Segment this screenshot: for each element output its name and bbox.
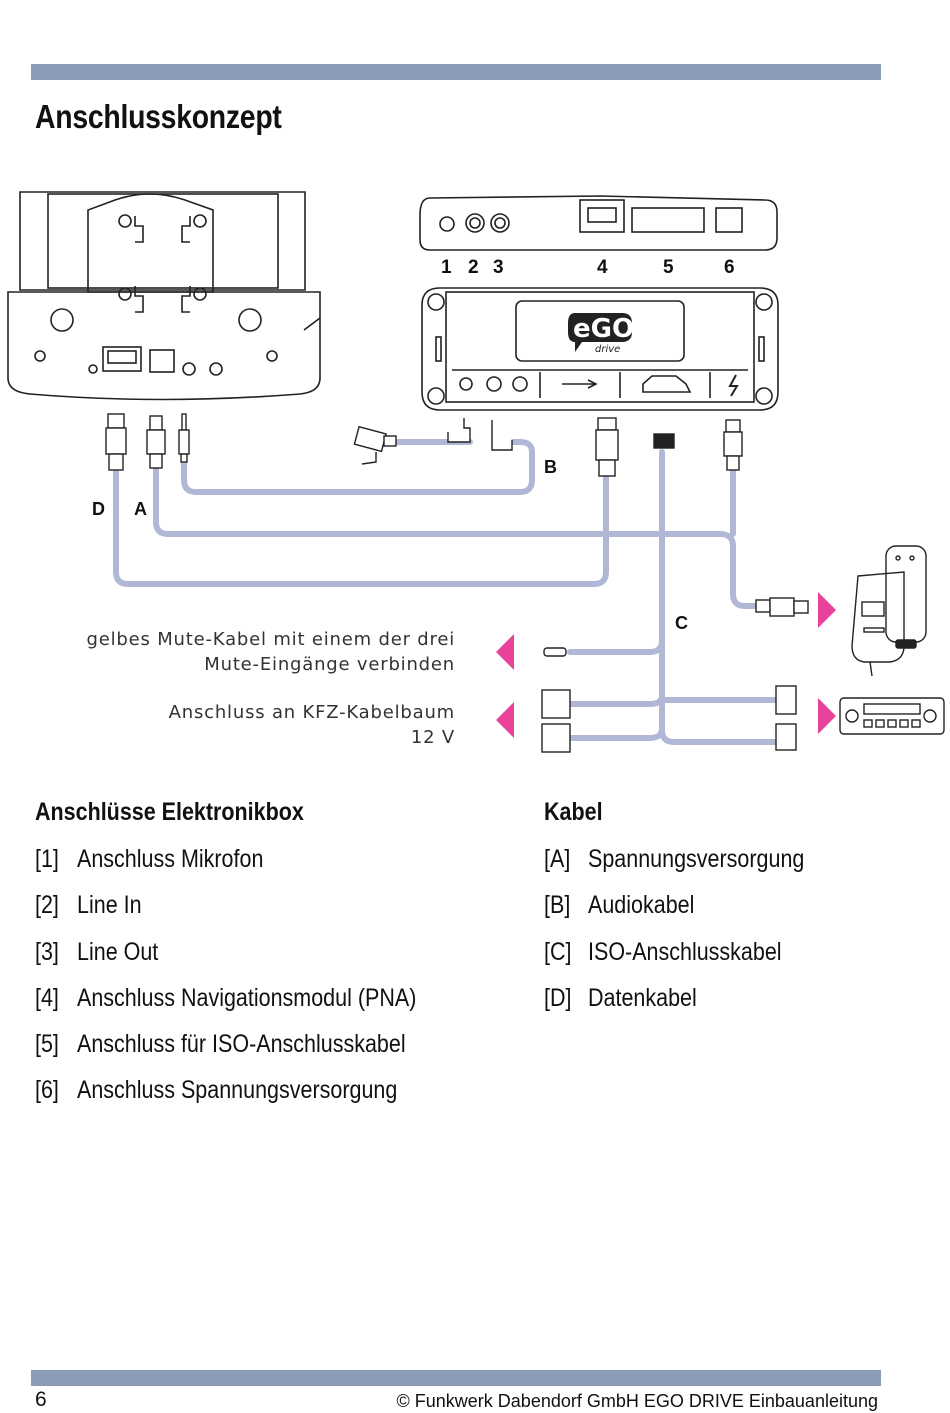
port-number-5: 5 bbox=[663, 257, 674, 278]
item-key: [A] bbox=[544, 845, 571, 873]
item-text: Audiokabel bbox=[588, 891, 695, 920]
cable-c bbox=[565, 449, 781, 745]
arrow-mute bbox=[496, 634, 514, 670]
item-key: [3] bbox=[35, 937, 59, 966]
port-number-3: 3 bbox=[493, 257, 504, 278]
item-key: [5] bbox=[35, 1030, 59, 1059]
page-title: Anschlusskonzept bbox=[35, 98, 282, 135]
ego-logo: eGO drive bbox=[568, 313, 634, 355]
car-radio bbox=[839, 697, 945, 735]
audio-jack-plugs bbox=[447, 418, 513, 451]
item-key: [D] bbox=[544, 983, 572, 1012]
item-text: Anschluss Spannungsversorgung bbox=[77, 1076, 398, 1105]
connector-b-jack bbox=[178, 413, 190, 463]
cables-heading: Kabel bbox=[544, 798, 603, 826]
cable-label-c: C bbox=[675, 613, 688, 633]
mute-cable-end bbox=[543, 647, 567, 657]
arrow-radio bbox=[818, 698, 836, 734]
cable-label-b: B bbox=[544, 457, 557, 477]
connector-4-plug bbox=[595, 417, 619, 477]
port-number-2: 2 bbox=[468, 257, 479, 278]
connector-6-plug bbox=[723, 419, 743, 471]
connector-d-plug bbox=[105, 413, 127, 471]
electronic-box bbox=[421, 287, 779, 411]
footer-text: © Funkwerk Dabendorf GmbH EGO DRIVE Einb… bbox=[396, 1391, 878, 1411]
item-text: Anschluss Navigationsmodul (PNA) bbox=[77, 983, 417, 1012]
item-key: [4] bbox=[35, 983, 59, 1012]
holder-cradle bbox=[7, 191, 321, 401]
note-mute-line1: gelbes Mute-Kabel mit einem der drei bbox=[87, 629, 455, 650]
cable-d bbox=[113, 465, 609, 587]
item-key: [C] bbox=[544, 937, 572, 966]
cable-a bbox=[153, 463, 761, 609]
port-number-4: 4 bbox=[597, 257, 608, 278]
microphone bbox=[353, 425, 397, 465]
logo-text: eGO bbox=[573, 314, 634, 344]
port-number-1: 1 bbox=[441, 257, 452, 278]
item-text: Line In bbox=[77, 891, 142, 920]
navigation-module bbox=[851, 545, 927, 677]
pink-arrows bbox=[496, 592, 836, 738]
cable-label-a: A bbox=[134, 499, 147, 519]
item-text: Line Out bbox=[77, 937, 159, 966]
electronic-box-ports bbox=[419, 195, 778, 251]
connection-diagram: eGO drive 1 2 3 4 5 6 bbox=[7, 191, 945, 753]
port-numbers: 1 2 3 4 5 6 bbox=[441, 257, 735, 278]
cable-label-d: D bbox=[92, 499, 105, 519]
connector-5-plug bbox=[653, 433, 675, 449]
note-kfz-line2: 12 V bbox=[411, 727, 455, 748]
item-text: Anschluss für ISO-Anschlusskabel bbox=[77, 1030, 406, 1059]
logo-subtext: drive bbox=[595, 344, 620, 355]
arrow-pna bbox=[818, 592, 836, 628]
header-bar bbox=[31, 64, 881, 80]
item-key: [2] bbox=[35, 891, 59, 920]
item-key: [6] bbox=[35, 1076, 59, 1105]
item-text: Anschluss Mikrofon bbox=[77, 845, 264, 873]
connector-a-plug bbox=[146, 415, 166, 469]
cable-b bbox=[181, 439, 535, 495]
connector-pna-plug bbox=[755, 597, 809, 617]
iso-connectors-right bbox=[775, 685, 797, 751]
item-key: [B] bbox=[544, 891, 571, 920]
footer-bar bbox=[31, 1370, 881, 1386]
item-key: [1] bbox=[35, 845, 59, 873]
port-number-6: 6 bbox=[724, 257, 735, 278]
item-text: Spannungsversorgung bbox=[588, 845, 805, 873]
connections-heading: Anschlüsse Elektronikbox bbox=[35, 798, 304, 826]
page-number: 6 bbox=[35, 1388, 47, 1411]
item-text: ISO-Anschlusskabel bbox=[588, 937, 782, 966]
note-kfz-line1: Anschluss an KFZ-Kabelbaum bbox=[169, 702, 455, 723]
item-text: Datenkabel bbox=[588, 983, 697, 1012]
note-mute-line2: Mute-Eingänge verbinden bbox=[204, 654, 455, 675]
iso-connectors-left bbox=[541, 689, 571, 753]
arrow-kfz bbox=[496, 702, 514, 738]
